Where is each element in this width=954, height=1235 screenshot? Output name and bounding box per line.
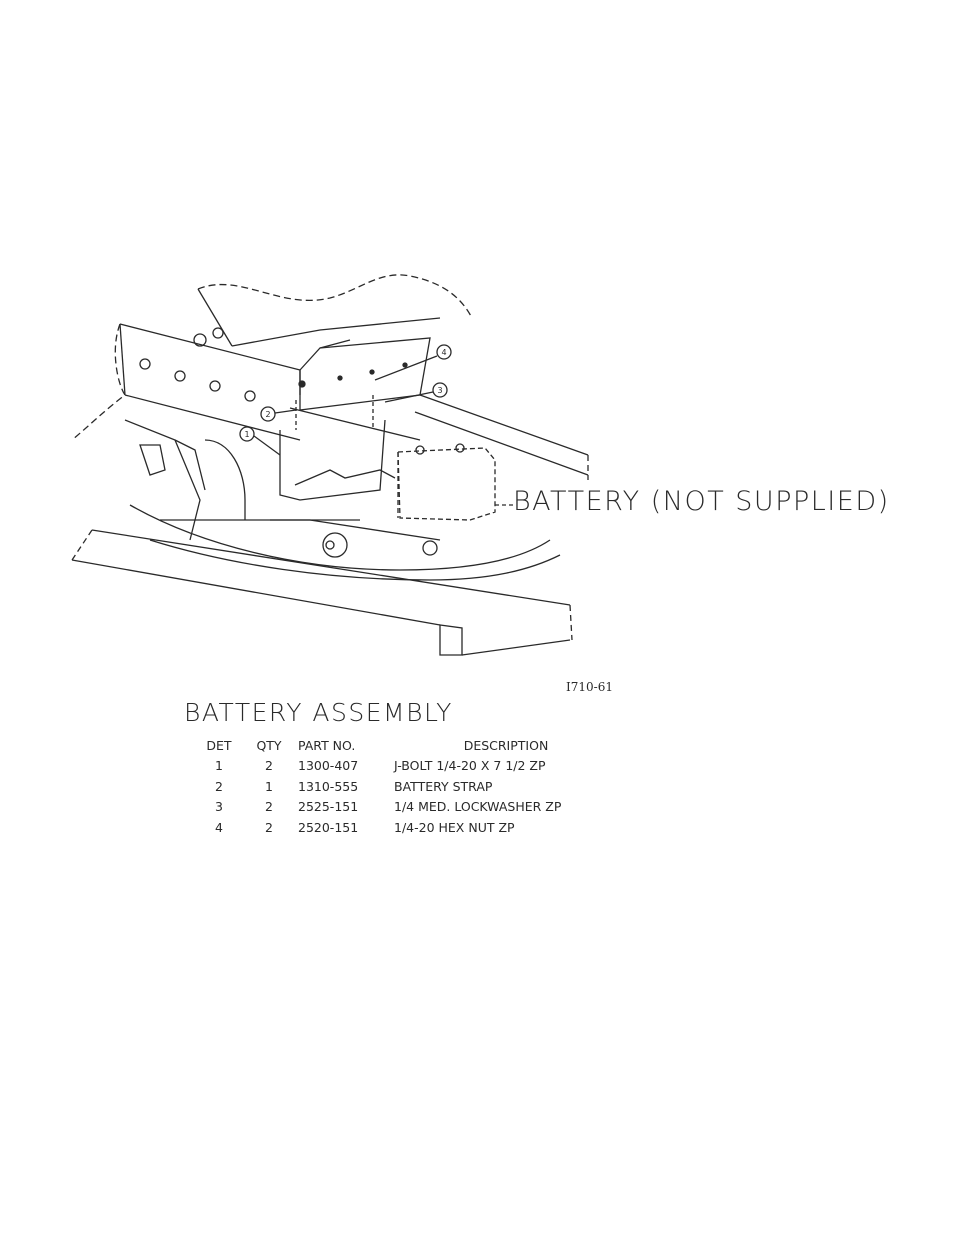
part-cell: 1300-407 xyxy=(290,756,388,777)
qty-cell: 1 xyxy=(248,776,290,797)
hood-dashed-outline xyxy=(198,275,472,318)
desc-cell: 1/4 MED. LOCKWASHER ZP xyxy=(388,797,624,818)
col-part-no: PART NO. xyxy=(290,735,388,756)
table-row: 1 2 1300-407 J-BOLT 1/4-20 X 7 1/2 ZP xyxy=(190,756,624,777)
col-qty: QTY xyxy=(248,735,290,756)
qty-cell: 2 xyxy=(248,817,290,838)
part-cell: 2525-151 xyxy=(290,797,388,818)
assembly-title: BATTERY ASSEMBLY xyxy=(184,698,453,727)
table-row: 4 2 2520-151 1/4-20 HEX NUT ZP xyxy=(190,817,624,838)
balloon-1-label: 1 xyxy=(244,430,249,439)
balloon-2-label: 2 xyxy=(265,410,270,419)
desc-cell: BATTERY STRAP xyxy=(388,776,624,797)
battery-mount-illustration: 1 2 3 4 xyxy=(60,270,860,670)
desc-cell: 1/4-20 HEX NUT ZP xyxy=(388,817,624,838)
balloon-4-label: 4 xyxy=(441,348,446,357)
part-cell: 2520-151 xyxy=(290,817,388,838)
balloon-4 xyxy=(375,345,451,380)
balloon-3-label: 3 xyxy=(437,386,442,395)
part-cell: 1310-555 xyxy=(290,776,388,797)
col-det: DET xyxy=(190,735,248,756)
battery-callout: BATTERY (NOT SUPPLIED) xyxy=(513,486,890,517)
drawing-number: I710-61 xyxy=(566,680,613,694)
table-row: 2 1 1310-555 BATTERY STRAP xyxy=(190,776,624,797)
desc-cell: J-BOLT 1/4-20 X 7 1/2 ZP xyxy=(388,756,624,777)
col-description: DESCRIPTION xyxy=(388,735,624,756)
det-cell: 2 xyxy=(190,776,248,797)
det-cell: 4 xyxy=(190,817,248,838)
det-cell: 3 xyxy=(190,797,248,818)
det-cell: 1 xyxy=(190,756,248,777)
parts-table: DET QTY PART NO. DESCRIPTION 1 2 1300-40… xyxy=(190,735,624,838)
table-row: 3 2 2525-151 1/4 MED. LOCKWASHER ZP xyxy=(190,797,624,818)
battery-outline xyxy=(398,448,495,520)
qty-cell: 2 xyxy=(248,797,290,818)
parts-header-row: DET QTY PART NO. DESCRIPTION xyxy=(190,735,624,756)
qty-cell: 2 xyxy=(248,756,290,777)
